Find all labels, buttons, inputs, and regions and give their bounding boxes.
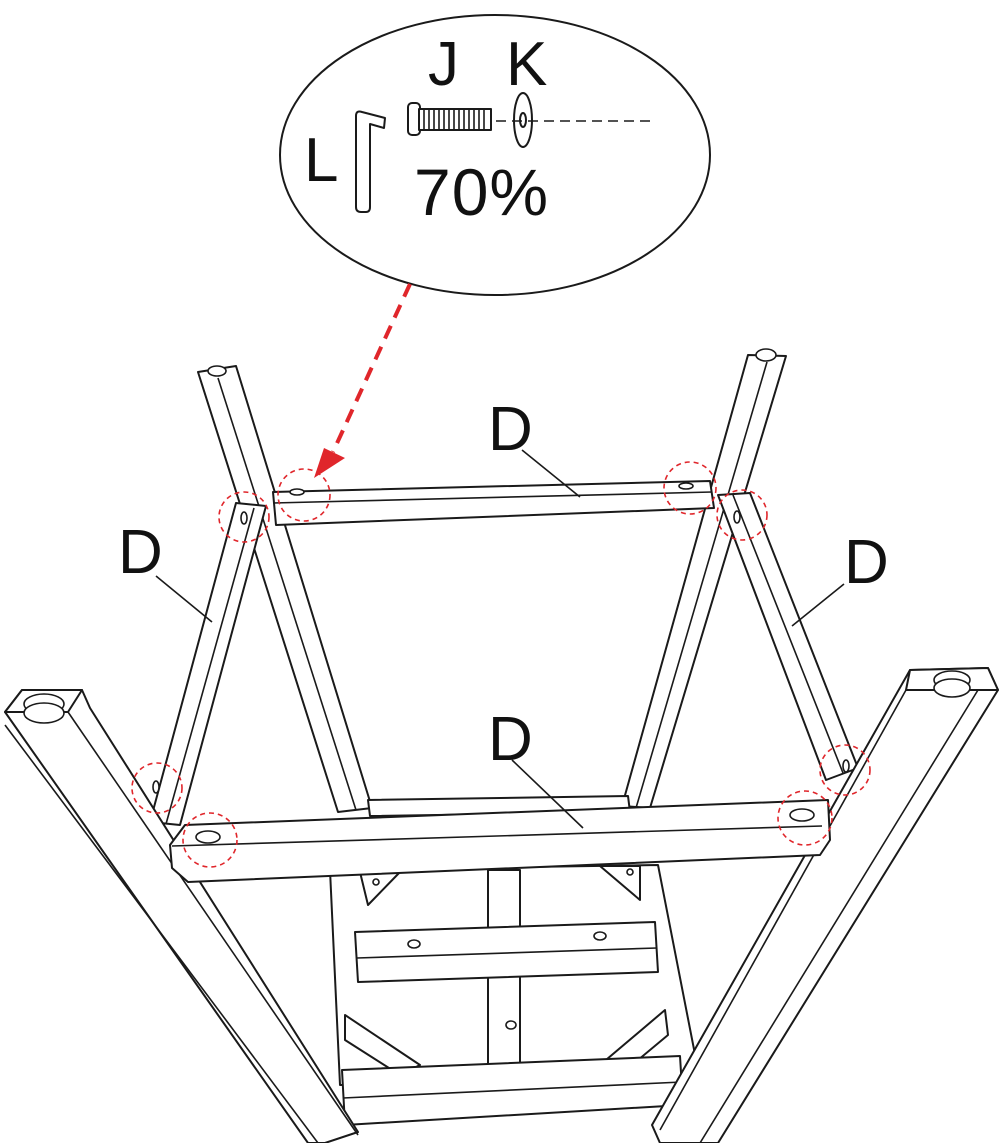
bolt-icon (407, 102, 492, 136)
washer-label: K (506, 30, 547, 99)
rail-front (169, 799, 831, 883)
fastening-point (277, 468, 331, 522)
arrow-icon (314, 283, 412, 478)
fastening-point (777, 790, 833, 846)
fastening-point (663, 461, 717, 515)
leader-line (521, 449, 581, 498)
leader-line (511, 759, 584, 829)
hex-key-icon (355, 110, 386, 213)
hardware-callout: J K L 70% (279, 14, 711, 296)
seat-frame (329, 795, 701, 1126)
key-label: L (304, 126, 338, 195)
quantity-label: 70% (414, 155, 549, 229)
part-label-right: D (844, 528, 889, 597)
rail-left (149, 502, 267, 826)
rail-right (717, 492, 859, 781)
fastening-point (131, 762, 183, 814)
fastening-point (182, 812, 238, 868)
bolt-label: J (428, 30, 459, 99)
fastening-points (131, 461, 871, 868)
leader-line (791, 583, 845, 627)
fastening-point (716, 489, 768, 541)
rail-back (272, 480, 715, 526)
part-label-left: D (118, 518, 163, 587)
callout-ellipse (279, 14, 711, 296)
fastening-point (819, 744, 871, 796)
fastening-point (218, 491, 270, 543)
washer-icon (513, 92, 533, 148)
leader-line (155, 575, 213, 623)
leg-back-right (621, 348, 787, 809)
part-label-front: D (488, 705, 533, 774)
part-labels: D D D D (118, 395, 889, 829)
